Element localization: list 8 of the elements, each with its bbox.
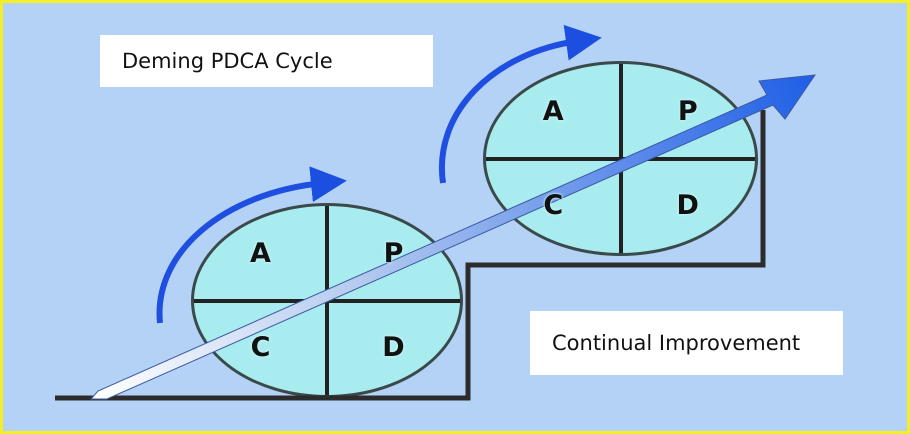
caption-box: Continual Improvement <box>530 311 843 375</box>
quadrant-letter: D <box>327 300 460 395</box>
quadrant-letter: P <box>620 64 755 158</box>
quadrant-letter: D <box>620 158 755 253</box>
quadrant-letter: A <box>486 64 620 158</box>
quadrant-letter: C <box>194 300 327 395</box>
title-box: Deming PDCA Cycle <box>100 35 433 87</box>
quadrant-letter: A <box>194 206 327 300</box>
